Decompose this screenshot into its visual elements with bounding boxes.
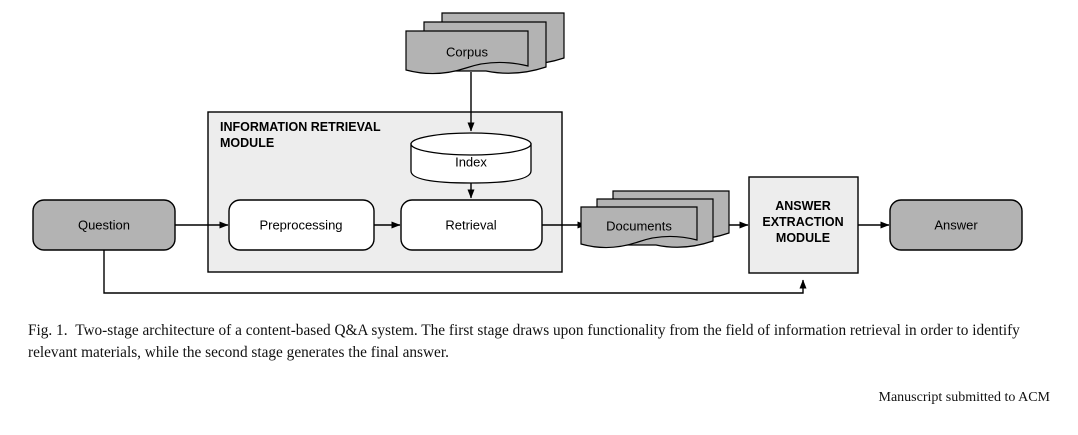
question-label: Question — [78, 217, 130, 232]
preprocessing-node[interactable]: Preprocessing — [228, 199, 375, 251]
index-label: Index — [455, 154, 487, 169]
preprocessing-label: Preprocessing — [259, 217, 342, 232]
documents-node[interactable]: Documents — [580, 190, 730, 249]
figure-caption: Fig. 1. Two-stage architecture of a cont… — [28, 320, 1050, 364]
answer-extraction-label-line1: ANSWER — [775, 199, 831, 213]
answer-extraction-label-line3: MODULE — [776, 231, 830, 245]
answer-box — [889, 199, 1023, 251]
corpus-sheet-front — [405, 30, 529, 75]
caption-label: Fig. 1. — [28, 322, 68, 339]
edge-question-to-answer-extraction-feedback — [103, 250, 807, 294]
answer-extraction-module-box — [748, 176, 859, 274]
corpus-node[interactable]: Corpus — [405, 12, 565, 75]
index-node[interactable]: Index — [410, 132, 532, 184]
retrieval-node[interactable]: Retrieval — [400, 199, 543, 251]
documents-label: Documents — [606, 218, 672, 233]
answer-extraction-label-line2: EXTRACTION — [762, 215, 843, 229]
answer-extraction-module-node[interactable]: ANSWER EXTRACTION MODULE — [748, 176, 859, 274]
documents-sheet-front — [580, 206, 698, 249]
manuscript-footer-note: Manuscript submitted to ACM — [878, 390, 1051, 405]
index-cylinder-top — [410, 132, 532, 156]
ir-module-title-line2: MODULE — [220, 136, 274, 150]
retrieval-label: Retrieval — [445, 217, 496, 232]
question-node[interactable]: Question — [32, 199, 176, 251]
corpus-label: Corpus — [446, 44, 488, 59]
architecture-diagram: INFORMATION RETRIEVAL MODULE Corpus Inde… — [32, 12, 1023, 294]
caption-text: Two-stage architecture of a content-base… — [28, 322, 1020, 362]
answer-label: Answer — [934, 217, 978, 232]
answer-node[interactable]: Answer — [889, 199, 1023, 251]
ir-module-title-line1: INFORMATION RETRIEVAL — [220, 120, 381, 134]
